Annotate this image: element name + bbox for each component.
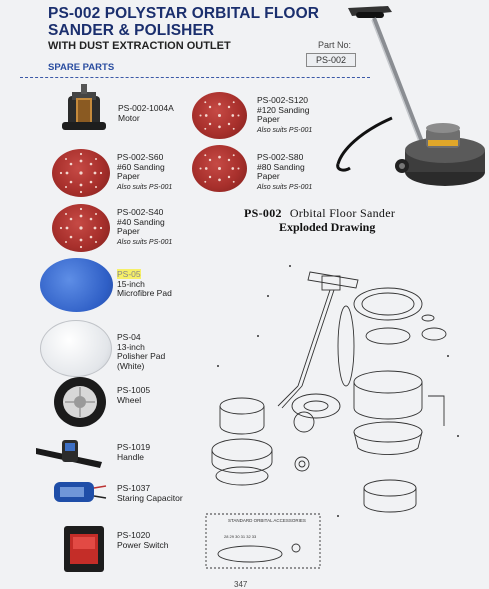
part-name: Wheel (117, 394, 142, 405)
part-s120: PS-002-S120 #120 Sanding Paper Also suit… (257, 95, 317, 135)
part-name: 13-inch Polisher Pad (White) (117, 341, 166, 371)
part-code: PS-002-S80 (257, 152, 304, 162)
part-capacitor: PS-1037 Staring Capacitor (117, 483, 183, 503)
part-s80: PS-002-S80 #80 Sanding Paper Also suits … (257, 152, 317, 192)
part-code: PS-002-S60 (117, 152, 164, 162)
part-code: PS-1019 (117, 442, 151, 452)
title-line-2: SANDER & POLISHER (48, 21, 215, 39)
part-name: #80 Sanding Paper (257, 161, 305, 181)
wheel-image (54, 377, 106, 427)
part-code: PS-1020 (117, 530, 151, 540)
part-s60: PS-002-S60 #60 Sanding Paper Also suits … (117, 152, 177, 192)
exploded-model: PS-002 (244, 206, 282, 220)
part-name: Power Switch (117, 539, 169, 550)
part-code: PS-002-S40 (117, 207, 164, 217)
part-code: PS-002-1004A (118, 103, 174, 113)
page-title: PS-002 POLYSTAR ORBITAL FLOOR SANDER & P… (48, 5, 320, 39)
part-note: Also suits PS-001 (257, 183, 313, 191)
part-name: #40 Sanding Paper (117, 216, 165, 236)
part-code: PS-1005 (117, 385, 151, 395)
sanding-disc-60-image (52, 149, 110, 197)
section-divider (20, 77, 370, 78)
part-name: Motor (118, 112, 140, 123)
motor-image (62, 84, 106, 130)
power-switch-image (64, 526, 104, 572)
part-note: Also suits PS-001 (117, 183, 173, 191)
part-motor: PS-002-1004A Motor (118, 103, 174, 123)
polisher-pad-image (40, 320, 112, 377)
part-s40: PS-002-S40 #40 Sanding Paper Also suits … (117, 207, 177, 247)
part-wheel: PS-1005 Wheel (117, 385, 151, 405)
sanding-disc-120-image (192, 92, 247, 139)
exploded-drawing-title: PS-002 Orbital Floor Sander (244, 206, 395, 221)
part-name: 15-inch Microfibre Pad (117, 278, 172, 298)
page-number: 347 (234, 580, 248, 589)
part-handle: PS-1019 Handle (117, 442, 151, 462)
part-name: Handle (117, 451, 144, 462)
part-name: Staring Capacitor (117, 492, 183, 503)
capacitor-image (54, 482, 107, 502)
microfibre-pad-image (40, 258, 113, 312)
accessories-box-label: STANDARD ORBITAL ACCESSORIES (228, 518, 306, 523)
floor-sander-photo (336, 6, 485, 186)
sanding-disc-40-image (52, 204, 110, 252)
exploded-drawing-subtitle: Exploded Drawing (279, 220, 376, 234)
part-note: Also suits PS-001 (257, 126, 313, 134)
part-note: Also suits PS-001 (117, 238, 173, 246)
handle-image (36, 440, 102, 468)
part-code: PS-002-S120 (257, 95, 309, 105)
part-power-switch: PS-1020 Power Switch (117, 530, 169, 550)
part-code: PS-1037 (117, 483, 151, 493)
exploded-title-text: Orbital Floor Sander (289, 206, 396, 220)
page-subtitle: WITH DUST EXTRACTION OUTLET (48, 40, 231, 52)
part-no-value: PS-002 (306, 53, 356, 67)
part-code: PS-05 (117, 269, 141, 279)
title-line-1: PS-002 POLYSTAR ORBITAL FLOOR (48, 5, 320, 22)
sanding-disc-80-image (192, 145, 247, 192)
part-code: PS-04 (117, 332, 141, 342)
part-name: #60 Sanding Paper (117, 161, 165, 181)
part-polisher-pad: PS-04 13-inch Polisher Pad (White) (117, 332, 175, 371)
part-microfibre-pad: PS-05 15-inch Microfibre Pad (117, 269, 177, 299)
accessories-box-numbers: 28 29 30 31 32 33 (224, 534, 257, 539)
exploded-drawing: STANDARD ORBITAL ACCESSORIES 28 29 30 31… (205, 265, 459, 569)
part-name: #120 Sanding Paper (257, 104, 310, 124)
part-no-label: Part No: (318, 40, 352, 50)
section-heading: SPARE PARTS (48, 62, 115, 73)
